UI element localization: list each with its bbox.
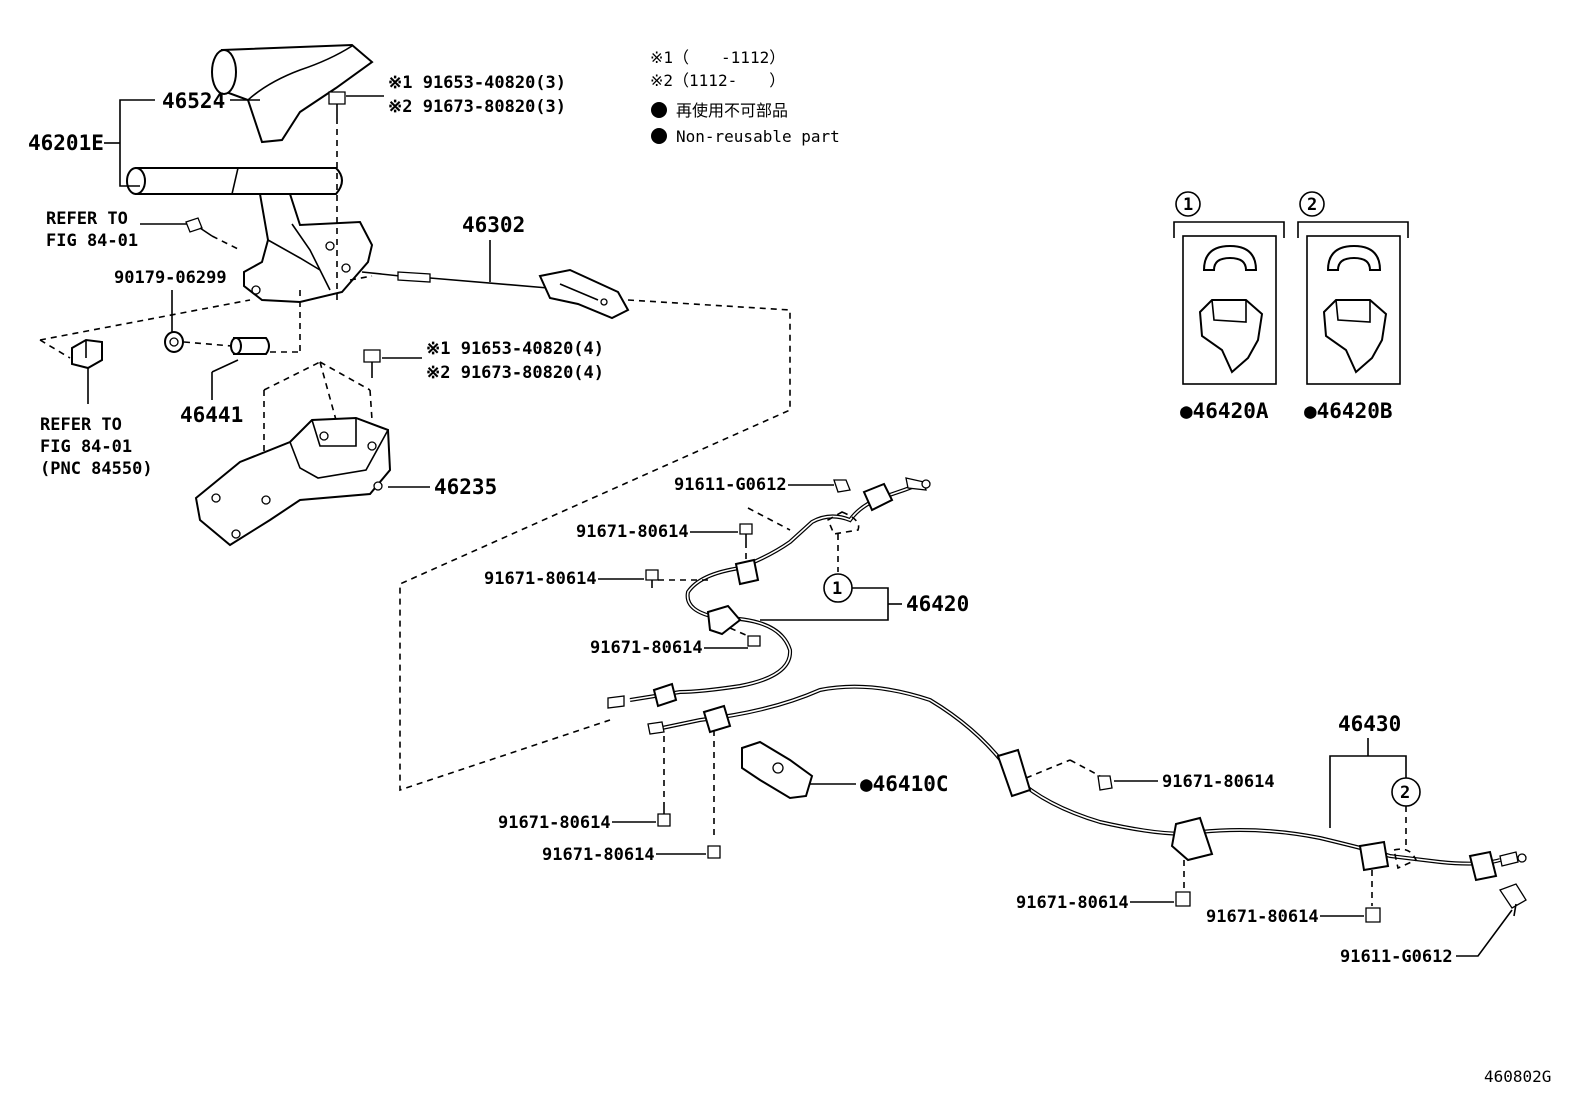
bolt-91673-80820-4: ※2 91673-80820(4) [426,363,604,383]
bolt-icon [833,479,851,493]
figure-id: 460802G [1484,1067,1551,1086]
part-46420A-label: ●46420A [1180,399,1269,423]
part-46430-label: 46430 [1338,712,1401,736]
marker-2-ref: 2 [1400,783,1410,803]
part-46420B-label: ●46420B [1304,399,1393,423]
bolt-91671-80614-label: 91671-80614 [1206,907,1319,927]
non-reusable-dot-icon [651,128,667,144]
part-46410C-label: ●46410C [860,772,949,796]
marker-2-label: 2 [1307,195,1317,215]
screw-icon [185,217,213,237]
marker-1-ref: 1 [832,579,842,599]
part-46420-label: 46420 [906,592,969,616]
inset-clip-1: 1 [1173,191,1285,385]
bolt-icon [363,349,381,378]
notes-block: ※1（ -1112） ※2（1112- ） 再使用不可部品 Non-reusab… [650,48,840,146]
bolt-91671-80614-label: 91671-80614 [484,569,597,589]
bolt-icon [1097,775,1113,791]
pin-46441-icon [230,337,270,355]
note-2: ※2（1112- ） [650,71,785,90]
refer-to-label-2: REFER TO [40,415,122,435]
bolt-91671-80614-label: 91671-80614 [590,638,703,658]
part-46524-label: 46524 [162,89,225,113]
part-46201E-label: 46201E [28,131,104,155]
nut-90179-06299-label: 90179-06299 [114,268,227,288]
bolt-icon [1499,883,1527,917]
note-en: Non-reusable part [676,127,840,146]
clip-46410C [741,740,814,800]
bolt-91671-80614-label: 91671-80614 [498,813,611,833]
connection-dashline [399,299,791,792]
part-46441-label: 46441 [180,403,243,427]
bolt-91653-40820-4: ※1 91653-40820(4) [426,339,604,359]
bolt-icon [1175,891,1191,907]
non-reusable-dot-icon [651,102,667,118]
bolt-91653-40820-3: ※1 91653-40820(3) [388,73,566,93]
note-jp: 再使用不可部品 [676,101,788,120]
marker-1-label: 1 [1183,195,1193,215]
nut-icon [164,331,184,353]
note-1: ※1（ -1112） [650,48,785,67]
bolt-91671-80614-label: 91671-80614 [576,522,689,542]
rod-46302 [361,268,630,320]
bolt-91673-80820-3: ※2 91673-80820(3) [388,97,566,117]
bolt-icon [328,91,346,118]
bolt-91671-80614-label: 91671-80614 [1162,772,1275,792]
bolt-91611-G0612-label: 91611-G0612 [1340,947,1453,967]
refer-pnc-label: (PNC 84550) [40,459,153,479]
refer-fig-label-2: FIG 84-01 [40,437,132,457]
bolt-icon [645,569,659,588]
bolt-icon [739,523,753,542]
part-46302-label: 46302 [462,213,525,237]
refer-fig-label: FIG 84-01 [46,231,138,251]
bolt-91671-80614-label: 91671-80614 [542,845,655,865]
cable-46420 [607,477,931,709]
bracket-46430 [1329,755,1407,828]
cable-46430 [647,684,1527,882]
clip-icon [71,338,103,370]
bolt-icon [707,845,721,859]
bolt-91671-80614-label: 91671-80614 [1016,893,1129,913]
lever-cover-46524 [211,43,374,144]
part-46235-label: 46235 [434,475,497,499]
base-46235 [194,416,392,547]
bolt-icon [657,808,671,827]
bolt-icon [747,635,761,647]
bolt-91611-G0612-label: 91611-G0612 [674,475,787,495]
bolt-icon [1365,907,1381,923]
refer-to-label: REFER TO [46,209,128,229]
lever-handle [126,167,374,304]
inset-clip-2: 2 [1297,191,1409,385]
